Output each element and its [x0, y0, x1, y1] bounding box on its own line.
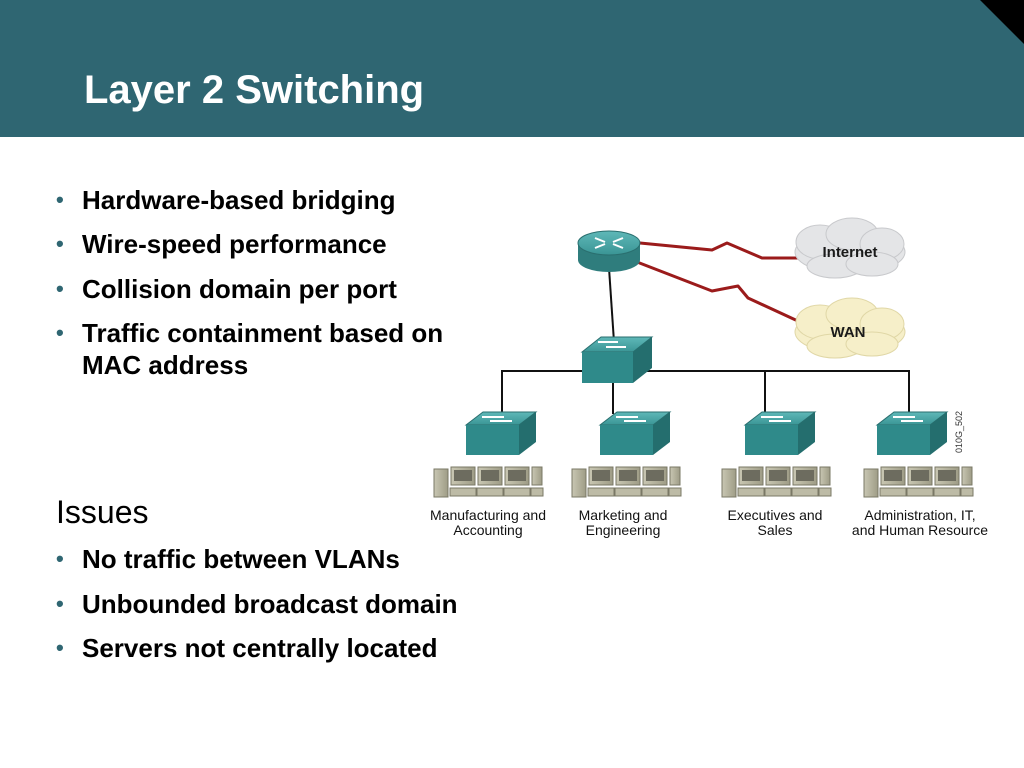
bullet-icon: •	[56, 187, 64, 212]
group-label-line: Marketing and	[579, 507, 668, 523]
workstation-group-icon	[721, 466, 832, 498]
router-icon	[577, 230, 641, 272]
bullet-item: • Wire-speed performance	[56, 228, 516, 260]
ethernet-links	[501, 267, 910, 428]
group-label-line: Administration, IT,	[864, 507, 975, 523]
workstation-group-icon	[863, 466, 974, 498]
bullet-icon: •	[56, 276, 64, 301]
access-switch-icon	[464, 411, 538, 455]
bullet-text: Collision domain per port	[82, 274, 397, 304]
wan-cloud: WAN	[794, 297, 906, 359]
group-label-line: Accounting	[453, 522, 522, 538]
workstation-group-icon	[433, 466, 544, 498]
bullet-icon: •	[56, 320, 64, 345]
bullet-text: Unbounded broadcast domain	[82, 589, 458, 619]
bullet-icon: •	[56, 635, 64, 660]
bullet-icon: •	[56, 591, 64, 616]
access-switch-icon	[875, 411, 949, 455]
group-label-line: Sales	[757, 522, 792, 538]
bullet-text: No traffic between VLANs	[82, 544, 400, 574]
title-bar: Layer 2 Switching	[0, 0, 1024, 137]
bullet-item: • Traffic containment based on MAC addre…	[56, 317, 486, 381]
bullet-text: Wire-speed performance	[82, 229, 387, 259]
bullet-item: • Hardware-based bridging	[56, 184, 516, 216]
internet-cloud: Internet	[794, 217, 906, 279]
figure-code: 010G_502	[954, 411, 964, 453]
distribution-switch-icon	[580, 336, 654, 383]
bullet-item: • Collision domain per port	[56, 273, 516, 305]
bullet-icon: •	[56, 546, 64, 571]
group-label-line: Engineering	[586, 522, 661, 538]
bullet-text: Traffic containment based on MAC address	[82, 318, 444, 380]
issues-heading: Issues	[56, 494, 149, 530]
bullet-icon: •	[56, 231, 64, 256]
group-label-line: and Human Resource	[852, 522, 988, 538]
bullet-item: • Servers not centrally located	[56, 632, 516, 664]
group-label: Marketing and Engineering	[579, 507, 668, 538]
internet-label: Internet	[822, 244, 877, 261]
slide-title: Layer 2 Switching	[84, 68, 425, 112]
bullet-item: • No traffic between VLANs	[56, 543, 516, 575]
wan-label: WAN	[831, 324, 866, 341]
group-label: Manufacturing and Accounting	[430, 507, 546, 538]
bullet-item: • Unbounded broadcast domain	[56, 588, 516, 620]
group-label-line: Executives and	[728, 507, 823, 523]
group-label: Executives and Sales	[728, 507, 823, 538]
access-switch-icon	[743, 411, 817, 455]
workstation-group-icon	[571, 466, 682, 498]
bullet-text: Servers not centrally located	[82, 633, 438, 663]
access-switch-icon	[598, 411, 672, 455]
corner-decoration	[980, 0, 1024, 44]
bullet-text: Hardware-based bridging	[82, 185, 396, 215]
serial-links	[636, 241, 801, 324]
group-label: Administration, IT, and Human Resource	[852, 507, 988, 538]
group-label-line: Manufacturing and	[430, 507, 546, 523]
